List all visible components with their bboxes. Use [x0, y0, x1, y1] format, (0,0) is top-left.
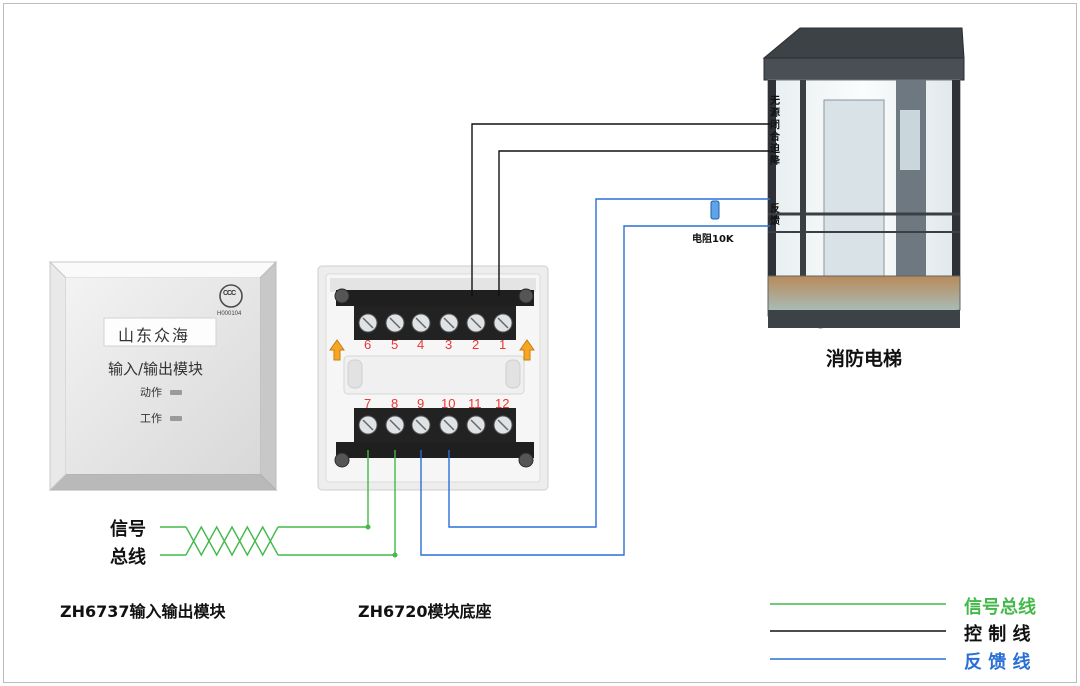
top-terminal-number: 1 [499, 337, 507, 352]
signal-bus-label-line2: 总线 [110, 547, 146, 568]
bottom-terminal-number: 8 [391, 396, 399, 411]
wires [160, 123, 770, 558]
elevator-feedback-label: 反馈 [770, 204, 780, 227]
feedback-wire-1 [448, 198, 770, 528]
resistor-label: 电阻10K [692, 234, 734, 245]
module-base [317, 265, 549, 491]
arrow-up-icon [519, 339, 535, 361]
work-led [170, 416, 182, 421]
module-title: 输入/输出模块 [108, 360, 204, 378]
module-cert-mark: CCC [223, 290, 236, 297]
module-cert-code: H000104 [217, 311, 242, 317]
action-led [170, 390, 182, 395]
legend-label-feedback: 反 馈 线 [964, 652, 1031, 673]
bottom-terminal-number: 9 [417, 396, 425, 411]
top-terminal-number: 5 [391, 337, 399, 352]
module-action-label: 动作 [140, 386, 162, 399]
top-terminal-number: 6 [364, 337, 372, 352]
twisted-pair-a [185, 525, 279, 557]
bottom-terminal-screws [358, 415, 513, 435]
bottom-terminal-number: 7 [364, 396, 372, 411]
elevator-car [710, 27, 965, 329]
ccc-mark-icon [219, 284, 243, 308]
legend-label-signal: 信号总线 [964, 597, 1036, 618]
signal-bus-label-line1: 信号 [110, 519, 146, 540]
module-caption: ZH6737输入输出模块 [60, 602, 226, 621]
top-terminal-number: 3 [445, 337, 453, 352]
twisted-pair-b [185, 525, 279, 557]
module-work-label: 工作 [140, 412, 162, 425]
control-wire-1 [471, 123, 770, 296]
bottom-terminal-number: 11 [468, 396, 482, 411]
elevator-contact-label: 无源闭合迫降 [770, 96, 780, 167]
base-caption: ZH6720模块底座 [358, 602, 492, 621]
resistor-icon [710, 200, 720, 220]
legend-label-control: 控 制 线 [964, 624, 1031, 645]
bottom-terminal-number: 10 [441, 396, 456, 411]
elevator-label: 消防电梯 [826, 348, 903, 370]
arrow-up-icon [329, 339, 345, 361]
bottom-terminal-number: 12 [495, 396, 510, 411]
legend-lines [770, 603, 946, 660]
top-terminal-number: 2 [472, 337, 480, 352]
outer-frame [3, 3, 1077, 683]
top-terminal-screws [358, 313, 513, 333]
module-brand: 山东众海 [118, 326, 191, 345]
feedback-wire-2 [420, 225, 770, 556]
control-wire-2 [498, 150, 770, 296]
top-terminal-number: 4 [417, 337, 425, 352]
io-module [48, 260, 278, 492]
